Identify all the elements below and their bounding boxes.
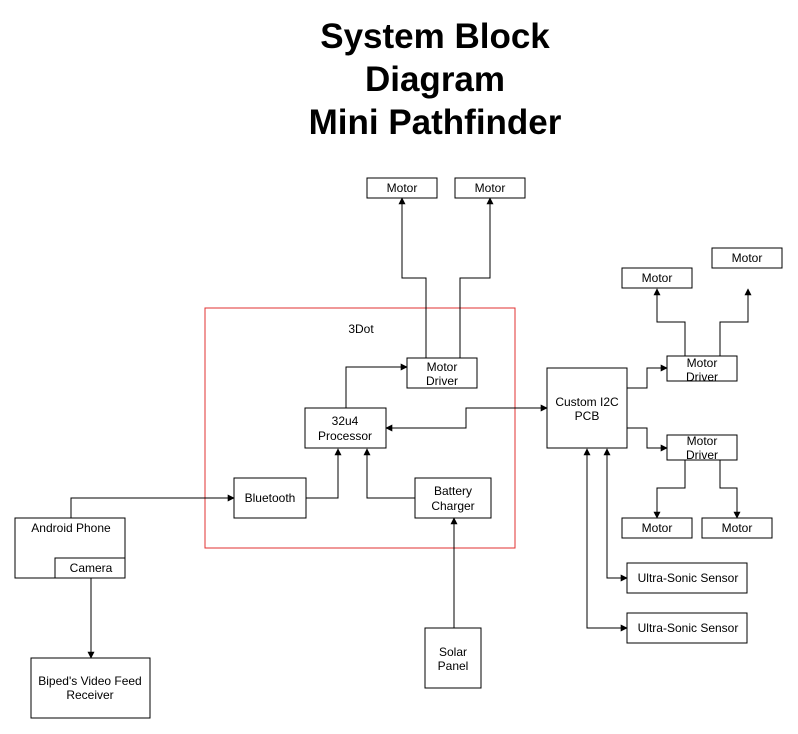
wire-charger-to-processor — [363, 448, 415, 499]
ultrasonic-sensor-1-block — [626, 562, 748, 594]
battery-charger-label-1: Battery — [434, 484, 472, 498]
video-receiver-label-2: Receiver — [66, 688, 113, 702]
camera-label: Camera — [70, 561, 113, 575]
custom-pcb-block — [546, 367, 628, 449]
custom-pcb-label-2: PCB — [575, 409, 600, 423]
diagram-title: System Block Diagram Mini Pathfinder — [309, 17, 562, 142]
motor-driver-lower-block — [666, 434, 738, 461]
motor-driver-lower-label-2: Driver — [686, 448, 718, 462]
motor-right-1-block — [621, 267, 693, 289]
wire-upper-driver-to-motor-2 — [719, 288, 752, 356]
processor-label-2: Processor — [318, 429, 372, 443]
wire-pcb-to-ultrasonic-2 — [583, 448, 628, 632]
motor-top-left-label: Motor — [387, 181, 418, 195]
motor-driver-upper-label-1: Motor — [687, 356, 718, 370]
motor-driver-3dot-label-2: Driver — [426, 374, 458, 388]
motor-right-2-block — [711, 247, 783, 269]
processor-block — [304, 407, 387, 449]
processor-label-1: 32u4 — [332, 414, 359, 428]
motor-driver-upper-block — [666, 355, 738, 382]
motor-right-2-label: Motor — [732, 251, 763, 265]
connectors — [70, 197, 752, 659]
wire-driver-to-motor-right — [459, 197, 494, 358]
wire-lower-driver-to-motor-3 — [653, 460, 686, 519]
video-receiver-label-1: Biped's Video Feed — [38, 674, 141, 688]
solar-panel-label-2: Panel — [438, 659, 469, 673]
bluetooth-label: Bluetooth — [245, 491, 296, 505]
battery-charger-label-2: Charger — [431, 499, 474, 513]
wire-processor-to-driver — [345, 363, 408, 408]
ultrasonic-sensor-2-label: Ultra-Sonic Sensor — [638, 621, 739, 635]
solar-panel-label-1: Solar — [439, 645, 467, 659]
solar-panel-block — [424, 627, 482, 689]
custom-pcb-label-1: Custom I2C — [555, 395, 619, 409]
wire-pcb-to-lower-driver — [627, 427, 668, 452]
wire-pcb-to-ultrasonic-1 — [603, 448, 628, 582]
motor-top-right-block — [454, 177, 526, 199]
wire-phone-to-bluetooth — [70, 494, 235, 518]
wire-driver-to-motor-left — [398, 197, 427, 358]
video-receiver-block — [30, 657, 151, 719]
motor-right-3-label: Motor — [642, 521, 673, 535]
motor-top-right-label: Motor — [475, 181, 506, 195]
title-line-1: System Block — [320, 17, 550, 56]
motor-driver-lower-label-1: Motor — [687, 434, 718, 448]
battery-charger-block — [414, 477, 492, 519]
wire-pcb-to-upper-driver — [627, 364, 668, 389]
motor-driver-3dot-label-1: Motor — [427, 360, 458, 374]
motor-right-3-block — [621, 517, 693, 539]
bluetooth-block — [233, 477, 307, 519]
motor-right-4-label: Motor — [722, 521, 753, 535]
3dot-container-label: 3Dot — [348, 322, 374, 336]
motor-right-1-label: Motor — [642, 271, 673, 285]
wire-bluetooth-to-processor — [306, 448, 342, 499]
wire-upper-driver-to-motor-1 — [653, 288, 686, 356]
android-phone-label: Android Phone — [31, 521, 111, 535]
camera-block — [54, 557, 126, 579]
ultrasonic-sensor-1-label: Ultra-Sonic Sensor — [638, 571, 739, 585]
title-line-3: Mini Pathfinder — [309, 103, 562, 142]
motor-driver-upper-label-2: Driver — [686, 370, 718, 384]
wire-lower-driver-to-motor-4 — [719, 460, 741, 519]
motor-top-left-block — [366, 177, 438, 199]
motor-right-4-block — [701, 517, 773, 539]
title-line-2: Diagram — [365, 60, 505, 99]
ultrasonic-sensor-2-block — [626, 612, 748, 644]
motor-driver-3dot-block — [406, 357, 478, 389]
wire-processor-to-pcb — [385, 404, 548, 432]
